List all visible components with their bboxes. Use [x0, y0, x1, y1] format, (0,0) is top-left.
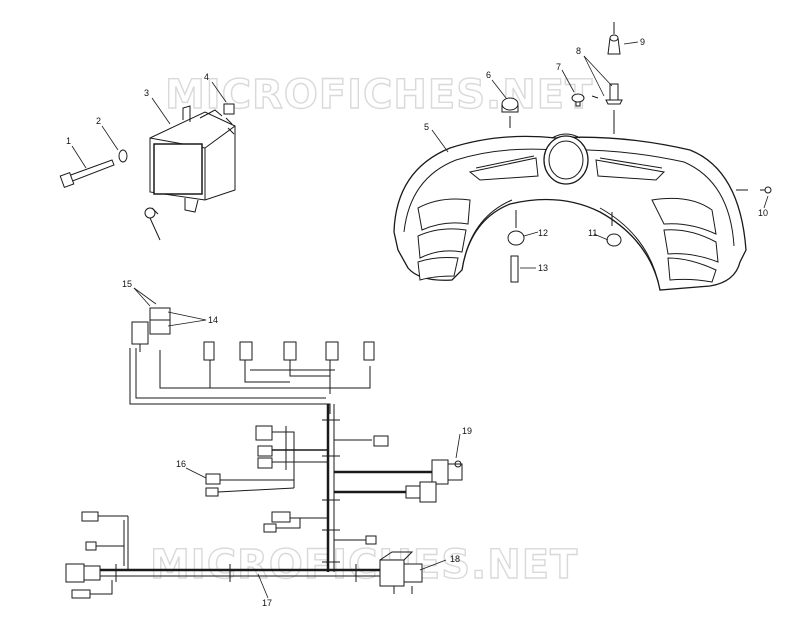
leader-lines — [71, 41, 769, 599]
washer — [118, 149, 128, 163]
callout-19: 19 — [462, 426, 472, 436]
small-screw — [760, 186, 772, 194]
callout-16: 16 — [176, 459, 186, 469]
callout-10: 10 — [758, 208, 768, 218]
module-box — [144, 105, 236, 241]
switch — [605, 83, 623, 134]
panel-stud — [510, 255, 519, 283]
screw — [571, 93, 599, 107]
callout-15: 15 — [122, 279, 132, 289]
callout-7: 7 — [556, 62, 561, 72]
callout-4: 4 — [204, 72, 209, 82]
callout-1: 1 — [66, 136, 71, 146]
callout-6: 6 — [486, 70, 491, 80]
callout-12: 12 — [538, 228, 548, 238]
bolt — [59, 159, 115, 188]
callout-18: 18 — [450, 554, 460, 564]
callout-labels: 1 2 3 4 5 6 7 8 9 10 11 12 13 14 15 16 1… — [66, 37, 768, 608]
bulb — [607, 22, 621, 55]
panel-nut-right — [606, 233, 622, 247]
callout-14: 14 — [208, 315, 218, 325]
callout-9: 9 — [640, 37, 645, 47]
wiring-harness — [65, 307, 463, 599]
panel-nut-left — [507, 230, 525, 246]
knob — [501, 97, 519, 128]
watermark-bottom: MICROFICHES.NET — [150, 542, 578, 588]
callout-3: 3 — [144, 88, 149, 98]
callout-13: 13 — [538, 263, 548, 273]
watermark-top: MICROFICHES.NET — [165, 72, 593, 118]
nut — [223, 103, 235, 135]
callout-2: 2 — [96, 116, 101, 126]
callout-5: 5 — [424, 122, 429, 132]
callout-8: 8 — [576, 46, 581, 56]
callout-17: 17 — [262, 598, 272, 608]
callout-11: 11 — [588, 228, 597, 238]
dash-panel — [393, 133, 748, 291]
